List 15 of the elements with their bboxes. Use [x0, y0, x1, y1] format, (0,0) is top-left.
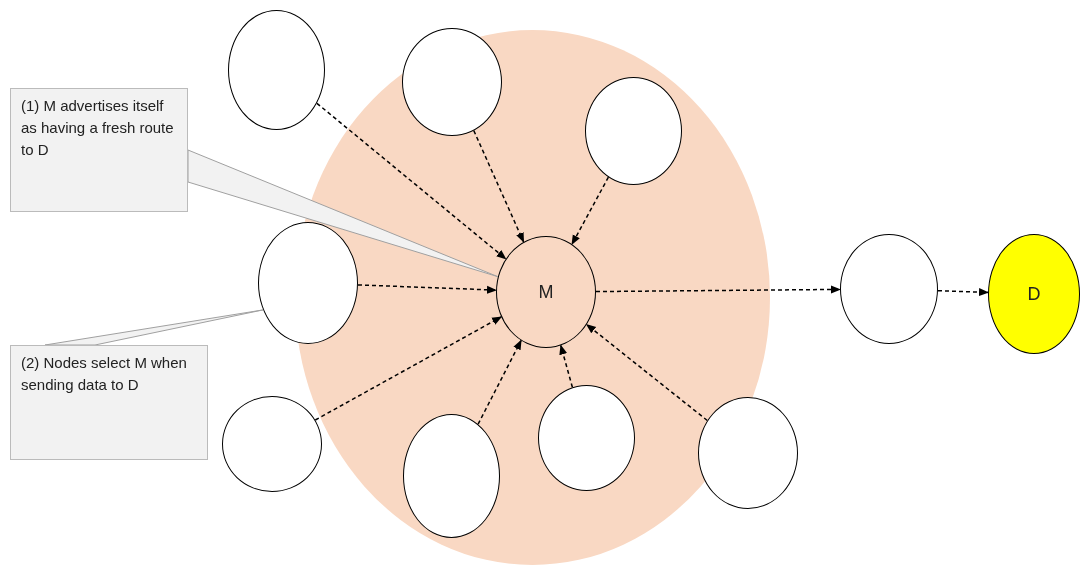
- arrow: [937, 288, 989, 297]
- node-circle: M: [496, 236, 596, 348]
- arrow: [357, 284, 497, 294]
- arrow: [571, 176, 610, 246]
- arrow: [559, 344, 574, 389]
- callout-pointer: [187, 149, 499, 278]
- callout-box: (1) M advertises itself as having a fresh route to D: [10, 88, 188, 212]
- arrow: [473, 129, 525, 243]
- node-circle: D: [988, 234, 1080, 354]
- callout-pointer: [44, 309, 264, 346]
- arrow: [477, 339, 522, 425]
- arrow: [316, 102, 507, 260]
- arrow: [595, 285, 841, 294]
- arrow: [314, 316, 503, 421]
- arrow: [585, 323, 709, 422]
